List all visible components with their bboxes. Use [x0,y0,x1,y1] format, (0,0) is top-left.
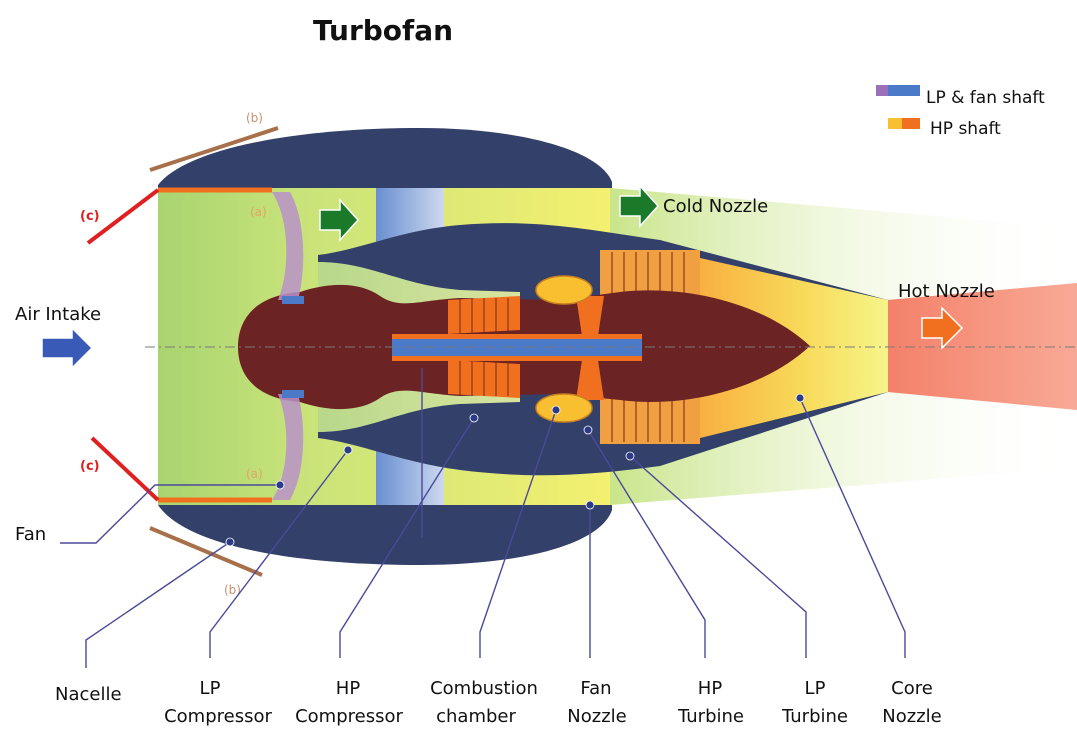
nacelle-upper [158,128,612,188]
legend-lp-swatch-blue [888,85,920,96]
leader-dots [225,393,805,547]
legend-hp-swatch-yellow [888,118,902,129]
compressor-blade-lines [459,298,509,396]
marker-c-upper: (c) [80,209,100,224]
hp-turbine-label-line1: HP [698,678,723,699]
combustion-chamber-label-line1: Combustion [430,678,538,699]
cold-flow-arrow-icon [319,198,360,242]
marker-c-line-lower [90,436,160,502]
combustor-upper [535,275,593,305]
legend: LP & fan shaft HP shaft [876,85,1045,139]
core-nozzle-label-line2: Nozzle [882,706,941,727]
cold-nozzle-arrow-icon [619,184,660,228]
marker-a-lower: (a) [246,467,263,481]
marker-b-line-upper [149,126,279,172]
marker-a-upper: (a) [250,205,267,219]
hp-compressor-label-line1: HP [336,678,361,699]
marker-c-line-upper [86,188,160,245]
hp-turbine-label-line2: Turbine [677,706,744,727]
hp-turbine-disks [576,296,604,400]
marker-b-line-lower [149,526,263,577]
legend-lp-label: LP & fan shaft [926,88,1045,108]
combustor-lower [535,393,593,423]
fan-nozzle-label-line1: Fan [580,678,611,699]
lp-fan-shaft [392,338,642,356]
hp-compressor-label-line2: Compressor [295,706,403,727]
leader-lines [60,368,906,668]
hot-nozzle-arrow-icon [921,306,964,350]
lp-compressor-label-line1: LP [200,678,221,699]
legend-hp-swatch-orange [902,118,920,129]
hot-exhaust-plume [888,283,1077,410]
marker-c-lower: (c) [80,459,100,474]
nacelle-lower [158,505,612,565]
fan-label: Fan [15,524,46,545]
hot-nozzle-label: Hot Nozzle [898,281,995,302]
lp-compressor-label-line2: Compressor [164,706,272,727]
hp-shaft-lower [392,356,642,361]
marker-b-lower: (b) [224,583,241,597]
air-intake-arrow-icon [41,326,94,370]
fan-hub [282,296,304,398]
legend-hp-label: HP shaft [930,119,1001,139]
fan-nozzle-label-line2: Nozzle [567,706,626,727]
lp-turbine-label-line1: LP [805,678,826,699]
marker-b-upper: (b) [246,111,263,125]
core-nozzle-label-line1: Core [891,678,933,699]
diagram-title: Turbofan [313,14,453,47]
air-intake-label: Air Intake [15,304,101,325]
lp-turbine-label-line2: Turbine [781,706,848,727]
combustion-chamber-label-line2: chamber [436,706,516,727]
nacelle-label: Nacelle [55,684,122,705]
legend-lp-swatch-purple [876,85,888,96]
hp-shaft [392,334,642,339]
cold-nozzle-label: Cold Nozzle [663,196,768,217]
fan-blades [272,192,304,500]
